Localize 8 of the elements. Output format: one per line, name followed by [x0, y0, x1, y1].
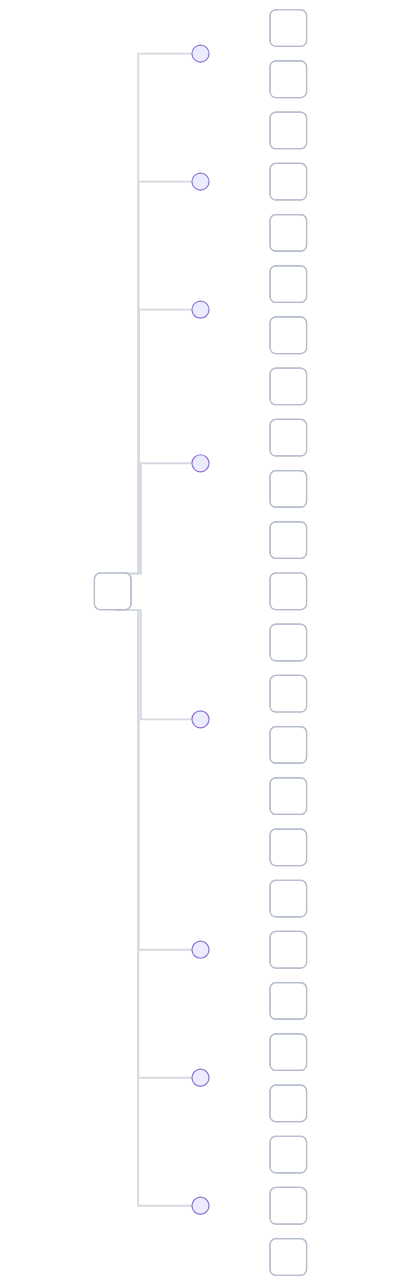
node-circle — [191, 940, 210, 959]
node-circle — [191, 710, 210, 729]
node-circle — [191, 1068, 210, 1087]
node-circle — [191, 44, 210, 63]
node-circle — [191, 454, 210, 473]
node-circle — [191, 300, 210, 319]
node-circle — [191, 172, 210, 191]
node-circle — [191, 1196, 210, 1215]
